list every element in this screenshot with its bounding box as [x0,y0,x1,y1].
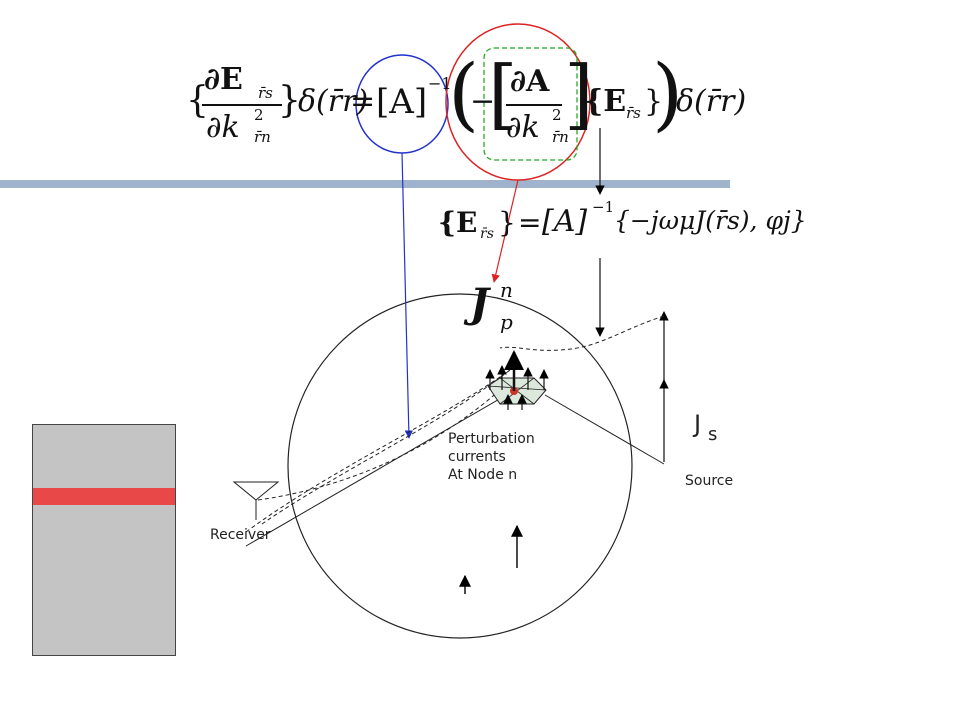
eq-minus: − [470,84,496,119]
eq-lhs-num-sub: r̄s [258,84,273,102]
current-symbol: J n p [470,278,550,340]
eq-lhs-close: } [278,80,301,121]
eq-field: {E [584,84,627,119]
eq-deriv-den-sub: r̄n [552,128,569,146]
eq-bracket-close: ] [564,49,594,138]
receiver-antenna-icon [232,481,280,520]
eq-deriv-fraction-bar [506,104,562,106]
receiver-label: Receiver [210,527,271,543]
eq-matrix-inverse: [A] [376,82,428,122]
secondary-equation: {E r̄s } = [A] −1 {−jωμJ(r̄s), φj} [438,198,828,250]
eq-bracket-open: [ [488,49,518,138]
eq2-lhs-close: } [498,206,516,239]
eq-deriv-den-sup: 2 [552,106,562,124]
eq2-matrix: [A] [542,204,588,239]
eq-lhs-num: ∂E [204,62,243,97]
eq2-exp: −1 [592,198,615,216]
eq-lhs-den-sup: 2 [254,106,264,124]
current-symbol-letter: J [470,280,489,327]
eq-big-paren-open: ( [448,47,480,140]
receiver-line [245,389,516,547]
eq-field-sub: r̄s [626,104,641,122]
side-panel [32,424,176,656]
eq-lhs-fraction-bar [202,104,282,106]
domain-circle [287,293,633,639]
js-label: J s [694,410,734,446]
title-bar [0,180,730,188]
eq-lhs-den-sub: r̄n [254,128,271,146]
red-connector [491,179,519,283]
current-symbol-sup: n [500,278,513,302]
derivative-dashed-box [483,47,578,161]
current-symbol-sub: p [500,310,513,334]
eq-lhs-open: { [186,80,209,121]
eq-delta-1: δ(r̄r) [298,84,369,119]
eq2-rhs: {−jωμJ(r̄s), φj} [614,206,807,235]
side-panel-stripe [33,488,175,505]
eq2-lhs-sub: r̄s [480,226,494,242]
blue-connector [401,152,414,439]
receiver-dashed-ray-2 [245,369,511,533]
eq-lhs-den: ∂k [206,110,240,145]
js-label-letter: J [694,410,702,438]
eq2-equals: = [518,206,542,239]
eq-field-close: } [644,84,664,119]
eq-deriv-num: ∂A [510,64,550,99]
main-equation: { ∂E r̄s ∂k 2 r̄n } δ(r̄r) = [A] −1 ( − … [180,54,746,150]
eq2-lhs: {E [438,206,478,239]
js-label-sub: s [708,424,718,445]
perturbation-label: Perturbation currents At Node n [448,431,535,483]
source-dashed-path [499,315,665,351]
eq-big-paren-close: ) [652,47,684,140]
node-hex-diag-1 [487,385,547,391]
eq-equals: = [350,84,376,119]
source-node-line [544,394,665,465]
source-label: Source [685,473,734,489]
eq-inverse-exp: −1 [428,74,452,93]
receiver-dashed-ray-1 [257,389,501,501]
eq-delta-2: δ(r̄r) [676,84,747,119]
eq-deriv-den: ∂k [506,110,540,145]
